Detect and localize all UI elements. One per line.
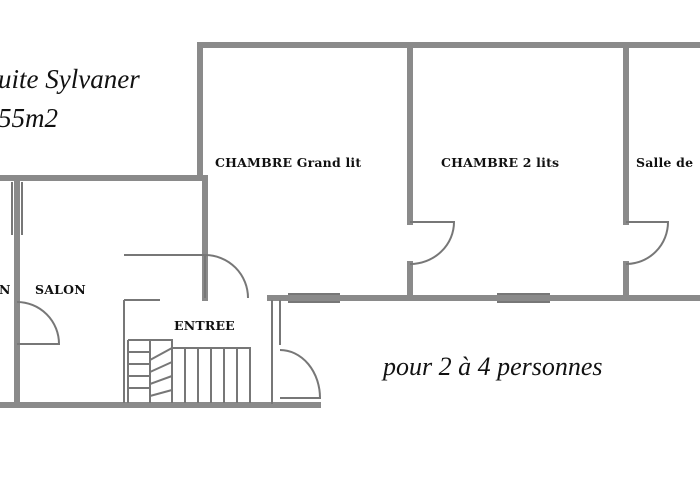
door-bedroom-large [204,254,249,299]
thin-lines [11,182,550,404]
doors [16,221,670,399]
room-label-left-cut: N [0,282,11,297]
door-entrance [279,349,322,399]
outer-wall-top [0,42,700,181]
door-bedroom-twin [409,221,456,265]
room-label-entrance: ENTREE [174,318,235,333]
entrance-partition [123,254,205,403]
room-label-living: SALON [35,282,86,297]
staircase-steps [128,347,251,403]
plan-title-line1: uite Sylvaner [0,64,140,94]
capacity-caption: pour 2 à 4 personnes [383,352,603,381]
corridor-window-b [497,293,550,303]
room-label-bedroom-large: CHAMBRE Grand lit [215,155,362,170]
room-label-bathroom: Salle de [636,155,694,170]
door-living [16,301,61,345]
plan-title-line2: 55m2 [0,103,58,133]
door-bathroom [625,221,670,265]
room-label-bedroom-twin: CHAMBRE 2 lits [441,155,560,170]
left-window [11,182,23,235]
entrance-wall [271,300,281,404]
walls [0,42,700,408]
corridor-window-a [288,293,340,303]
